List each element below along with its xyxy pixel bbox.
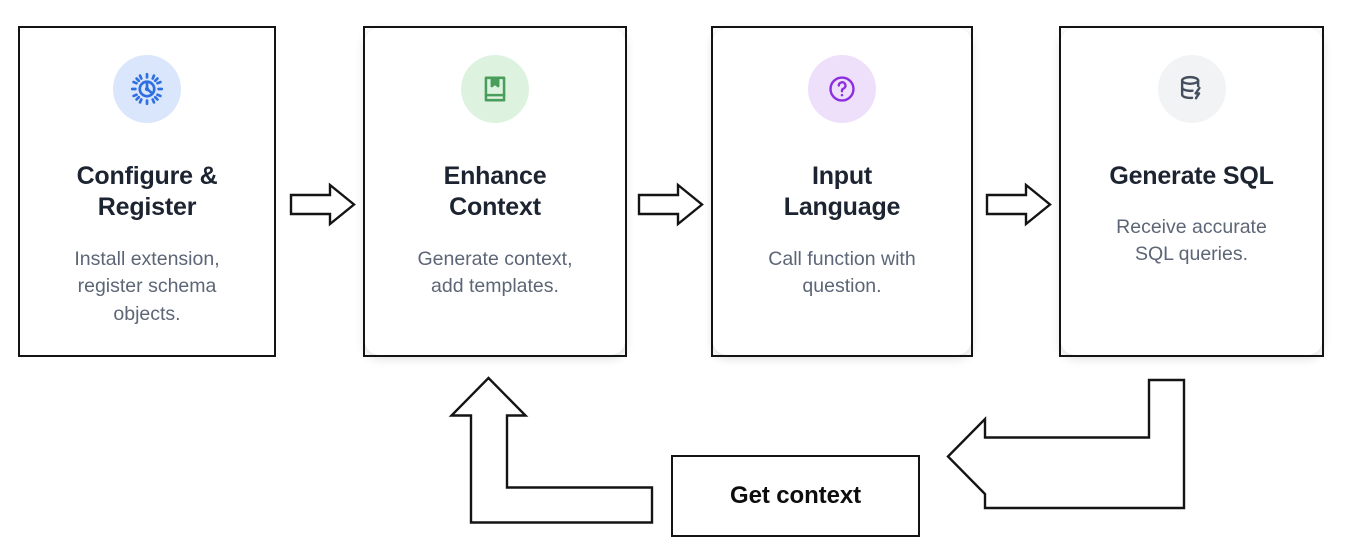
step-card-title: Configure & Register [76, 162, 218, 221]
book-bookmark-icon [461, 55, 529, 123]
step-card-title: Input Language [783, 162, 901, 221]
arrow-left-elbow-icon [930, 376, 1196, 512]
step-card-description: Generate context, add templates. [417, 248, 573, 298]
arrow-right-icon [289, 182, 356, 227]
database-lightning-icon [1157, 55, 1226, 123]
gear-settings-icon [113, 55, 181, 123]
question-mark-circle-icon [808, 55, 876, 123]
step-card-body: Configure & Register Install extension, … [20, 28, 274, 355]
arrow-right-icon [637, 182, 704, 227]
get-context-node[interactable]: Get context [671, 455, 920, 537]
step-card-generate-sql[interactable]: Generate SQL Receive accurate SQL querie… [1059, 26, 1324, 357]
step-card-enhance-context[interactable]: Enhance Context Generate context, add te… [363, 26, 627, 357]
step-card-description: Install extension, register schema objec… [74, 248, 220, 325]
step-card-configure-register[interactable]: Configure & Register Install extension, … [18, 26, 276, 357]
step-card-description: Call function with question. [768, 248, 916, 298]
step-card-title: Generate SQL [1109, 162, 1274, 190]
step-card-input-language[interactable]: Input Language Call function with questi… [711, 26, 973, 357]
get-context-label: Get context [730, 482, 861, 509]
step-card-title: Enhance Context [443, 162, 547, 221]
step-card-body: Generate SQL Receive accurate SQL querie… [1061, 28, 1322, 355]
arrow-up-elbow-icon [446, 374, 661, 530]
step-card-description: Receive accurate SQL queries. [1116, 215, 1267, 265]
arrow-right-icon [985, 182, 1052, 227]
step-card-body: Enhance Context Generate context, add te… [365, 28, 625, 355]
step-card-body: Input Language Call function with questi… [713, 28, 971, 355]
